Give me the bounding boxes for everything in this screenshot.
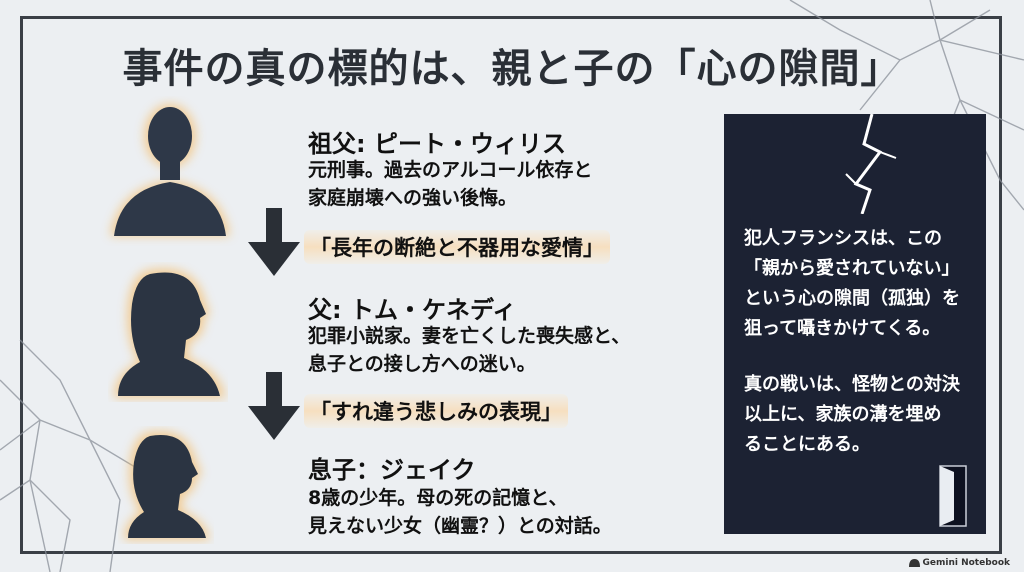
- brand-logo-icon: [908, 559, 920, 567]
- panel-paragraph-1: 犯人フランシスは、この 「親から愛されていない」 という心の隙間（孤独）を 狙っ…: [744, 224, 984, 344]
- arrow-down-icon: [248, 208, 300, 276]
- crack-icon: [845, 114, 897, 214]
- son-portrait: [124, 431, 210, 540]
- description-line: 犯罪小説家。妻を亡くした喪失感と、: [308, 325, 631, 347]
- description-line: 元刑事。過去のアルコール依存と: [308, 159, 593, 181]
- father-portrait: [114, 268, 226, 398]
- arrow-down-icon: [248, 372, 300, 440]
- panel-line: という心の隙間（孤独）を: [744, 288, 960, 309]
- panel-line: 以上に、家族の溝を埋め: [744, 404, 942, 425]
- description-line: 息子との接し方への迷い。: [308, 353, 536, 375]
- panel-line: 真の戦いは、怪物との対決: [744, 374, 960, 395]
- description-line: 8歳の少年。母の死の記憶と、: [308, 487, 568, 509]
- relationship-label-2: 「すれ違う悲しみの表現」: [304, 394, 568, 428]
- panel-line: 「親から愛されていない」: [744, 258, 960, 279]
- panel-paragraph-2: 真の戦いは、怪物との対決 以上に、家族の溝を埋め ることにある。: [744, 370, 984, 460]
- open-door-icon: [939, 465, 967, 527]
- insight-panel: 犯人フランシスは、この 「親から愛されていない」 という心の隙間（孤独）を 狙っ…: [724, 114, 986, 534]
- panel-line: 犯人フランシスは、この: [744, 228, 942, 249]
- relationship-label-1: 「長年の断絶と不器用な愛情」: [304, 230, 610, 264]
- father-name: 父: トム・ケネディ: [308, 296, 517, 324]
- page-title: 事件の真の標的は、親と子の「心の隙間」: [122, 45, 902, 92]
- panel-line: ることにある。: [744, 434, 870, 455]
- grandfather-name: 祖父: ピート・ウィリス: [308, 130, 566, 158]
- grandfather-portrait: [110, 104, 230, 236]
- description-line: 家庭崩壊への強い後悔。: [308, 187, 518, 209]
- son-name: 息子：ジェイク: [308, 456, 476, 484]
- page-frame: [20, 16, 1002, 554]
- brand-watermark: Gemini Notebook: [908, 558, 1011, 568]
- son-description: 8歳の少年。母の死の記憶と、 見えない少女（幽霊？）との対話。: [308, 484, 612, 540]
- brand-name: Gemini Notebook: [922, 558, 1011, 568]
- panel-line: 狙って囁きかけてくる。: [744, 318, 941, 339]
- father-description: 犯罪小説家。妻を亡くした喪失感と、 息子との接し方への迷い。: [308, 322, 630, 378]
- grandfather-description: 元刑事。過去のアルコール依存と 家庭崩壊への強い後悔。: [308, 156, 592, 212]
- description-line: 見えない少女（幽霊？）との対話。: [308, 515, 612, 537]
